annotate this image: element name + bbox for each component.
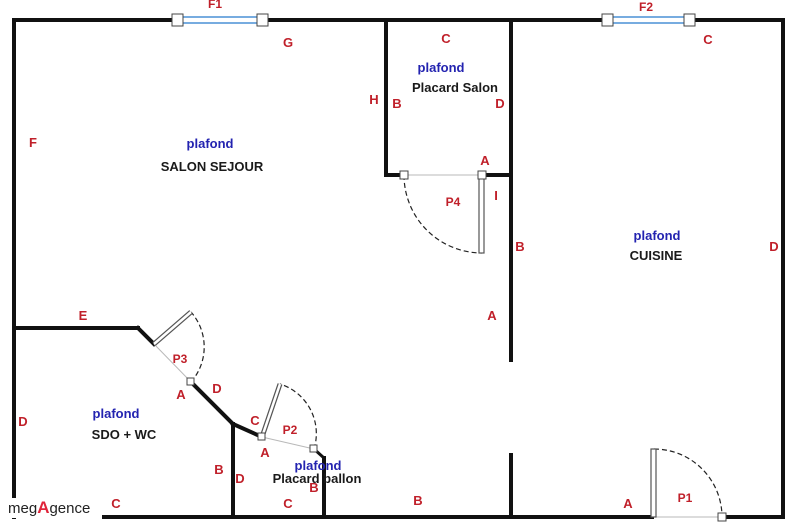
door-p3 <box>152 310 205 386</box>
sdo-ceiling-label: plafond <box>93 406 140 421</box>
window-f1 <box>171 13 269 27</box>
wall-label-sdo-diag-lower: D <box>212 381 221 396</box>
window-f2 <box>601 13 696 27</box>
wall-label-salon-right: A <box>487 308 497 323</box>
logo-accent: A <box>37 498 50 517</box>
wall-sdo-diag-b <box>188 379 236 427</box>
wall-label-placard-bottom: A <box>480 153 490 168</box>
window-f2-jamb-left <box>601 13 614 27</box>
salon-ceiling-label: plafond <box>187 136 234 151</box>
door-p3-swing <box>190 311 205 383</box>
wall-label-ballon-right: B <box>309 480 318 495</box>
placard-ballon-name: Placard ballon <box>273 471 362 486</box>
window-f1-jamb-left <box>171 13 184 27</box>
sdo-name: SDO + WC <box>92 427 157 442</box>
wall-label-salon-left: F <box>29 135 37 150</box>
door-p3-sill <box>153 343 192 383</box>
door-p1 <box>650 448 727 522</box>
cuisine-ceiling-label: plafond <box>634 228 681 243</box>
placard-ballon-ceiling-label: plafond <box>295 458 342 473</box>
wall-label-ballon-top: C <box>250 413 260 428</box>
door-p1-jamb-right <box>717 512 727 522</box>
door-p4 <box>399 170 487 254</box>
wall-label-salon-bottom: B <box>413 493 422 508</box>
door-p2-jamb-left <box>257 432 266 441</box>
door-p1-label: P1 <box>678 491 693 505</box>
wall-label-kitchen-left: B <box>515 239 524 254</box>
door-p2-swing <box>279 383 317 450</box>
wall-sdo-diag-a <box>135 325 157 347</box>
wall-label-partition: I <box>494 188 498 203</box>
placard-salon-ceiling-label: plafond <box>418 60 465 75</box>
door-p1-swing <box>653 448 723 518</box>
door-p1-leaf <box>650 448 657 518</box>
door-p4-jamb-left <box>399 170 409 180</box>
window-f1-label: F1 <box>208 0 222 11</box>
door-p3-label: P3 <box>173 352 188 366</box>
door-p3-jamb-bottom <box>186 377 195 386</box>
wall-label-placard-left-outer: H <box>369 92 378 107</box>
door-p4-jamb-right <box>477 170 487 180</box>
placard-salon-name: Placard Salon <box>412 80 498 95</box>
door-p4-swing <box>403 174 483 254</box>
window-f2-jamb-right <box>683 13 696 27</box>
wall-label-kitchen-top: C <box>703 32 713 47</box>
door-p2 <box>257 383 318 453</box>
wall-ballon-top <box>230 421 265 440</box>
window-f1-jamb-right <box>256 13 269 27</box>
door-p2-sill <box>261 436 315 450</box>
door-p4-label: P4 <box>446 195 461 209</box>
wall-label-sdo-bottom: C <box>111 496 121 511</box>
wall-label-salon-top: G <box>283 35 293 50</box>
megagence-logo: megAgence <box>6 498 93 518</box>
door-p2-leaf-core <box>260 383 282 438</box>
wall-label-sdo-right: B <box>214 462 223 477</box>
walls <box>12 18 785 519</box>
door-p3-leaf-core <box>153 311 192 345</box>
wall-label-placard-top: C <box>441 31 451 46</box>
wall-label-kitchen-right: D <box>769 239 778 254</box>
wall-label-ballon-top-right: A <box>260 445 270 460</box>
window-f2-label: F2 <box>639 0 653 14</box>
door-p4-leaf <box>478 174 485 254</box>
salon-name: SALON SEJOUR <box>161 159 264 174</box>
wall-label-sdo-diag-upper: A <box>176 387 186 402</box>
wall-label-ballon-left: D <box>235 471 244 486</box>
logo-suffix: gence <box>49 500 91 517</box>
wall-label-ballon-bottom: C <box>283 496 293 511</box>
wall-label-placard-right: D <box>495 96 504 111</box>
door-p2-label: P2 <box>283 423 298 437</box>
door-p2-jamb-right <box>309 444 318 453</box>
wall-label-placard-left: B <box>392 96 401 111</box>
cuisine-name: CUISINE <box>630 248 683 263</box>
wall-label-sdo-left: D <box>18 414 27 429</box>
wall-label-salon-lower-left: E <box>79 308 88 323</box>
wall-label-kitchen-bottom: A <box>623 496 633 511</box>
logo-prefix: meg <box>8 500 38 517</box>
